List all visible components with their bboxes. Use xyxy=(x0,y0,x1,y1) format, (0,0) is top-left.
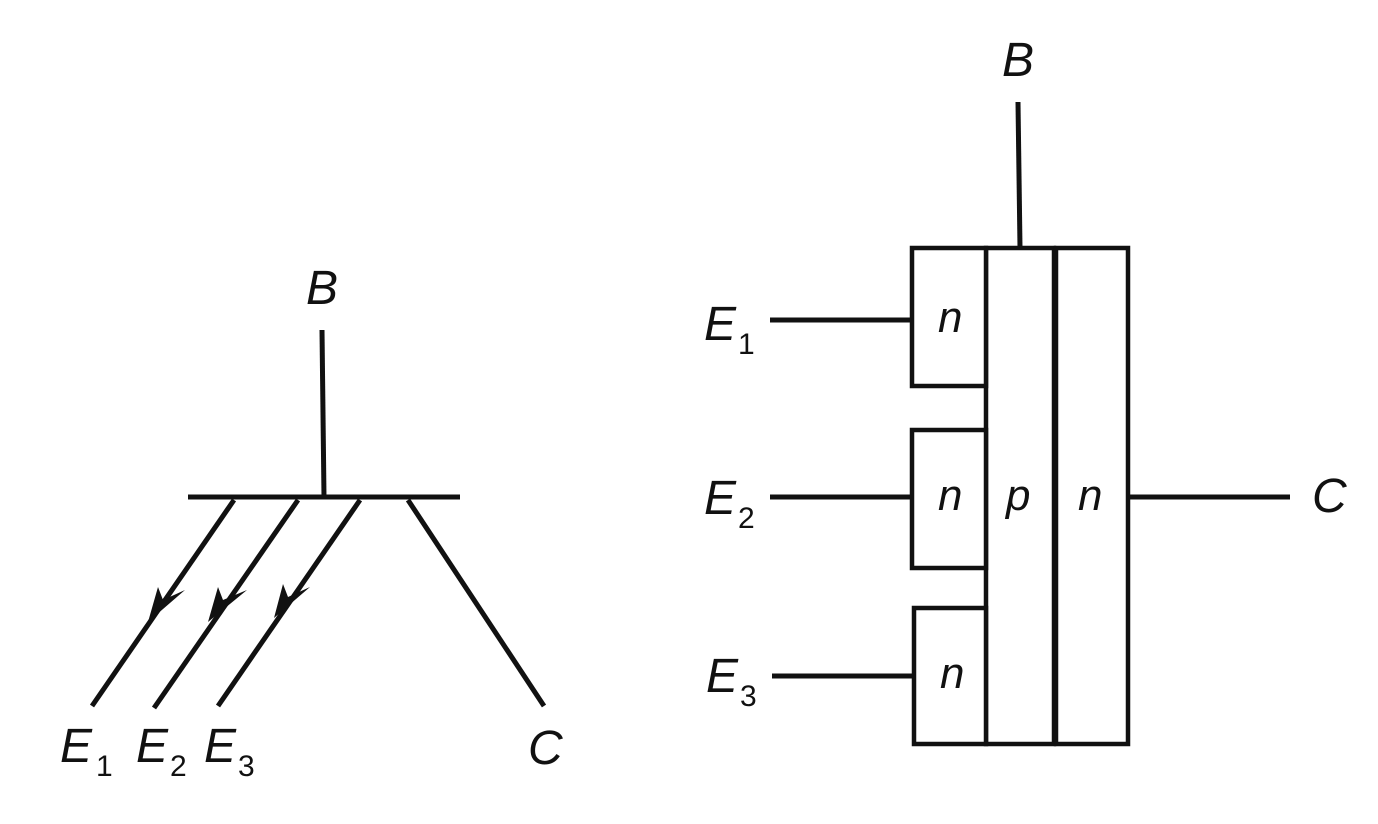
base-p-region xyxy=(983,245,1057,747)
structure-base-lead xyxy=(1015,101,1023,249)
emitter-3-arrow-icon xyxy=(274,584,310,618)
symbol-base-label: B xyxy=(306,262,338,315)
emitter-n-region-1 xyxy=(909,245,989,389)
emitter-1-arrow-icon xyxy=(148,587,185,622)
base-p-text: p xyxy=(1004,471,1030,520)
structure-emitter-1-label: E1 xyxy=(704,298,755,361)
structure-emitter-2-label: E2 xyxy=(704,472,755,535)
structure-collector-label: C xyxy=(1312,470,1347,523)
symbol-emitter-2-label: E2 xyxy=(136,720,187,783)
symbol-emitter-3-label: E3 xyxy=(204,720,255,783)
emitter-n1-text: n xyxy=(938,293,962,342)
structure-emitter-3-label: E3 xyxy=(706,650,757,713)
symbol-base-lead xyxy=(319,329,327,498)
structure-base-label: B xyxy=(1002,34,1034,87)
emitter-n2-text: n xyxy=(938,471,962,520)
symbol-collector-lead xyxy=(405,498,547,708)
emitter-n3-text: n xyxy=(940,649,964,698)
symbol-collector-label: C xyxy=(528,722,563,775)
collector-n-region xyxy=(1053,245,1131,747)
emitter-2-arrow-icon xyxy=(208,587,247,622)
transistor-structure: n n n p n B C E1 E2 E3 xyxy=(704,34,1347,747)
collector-n-text: n xyxy=(1078,471,1102,520)
